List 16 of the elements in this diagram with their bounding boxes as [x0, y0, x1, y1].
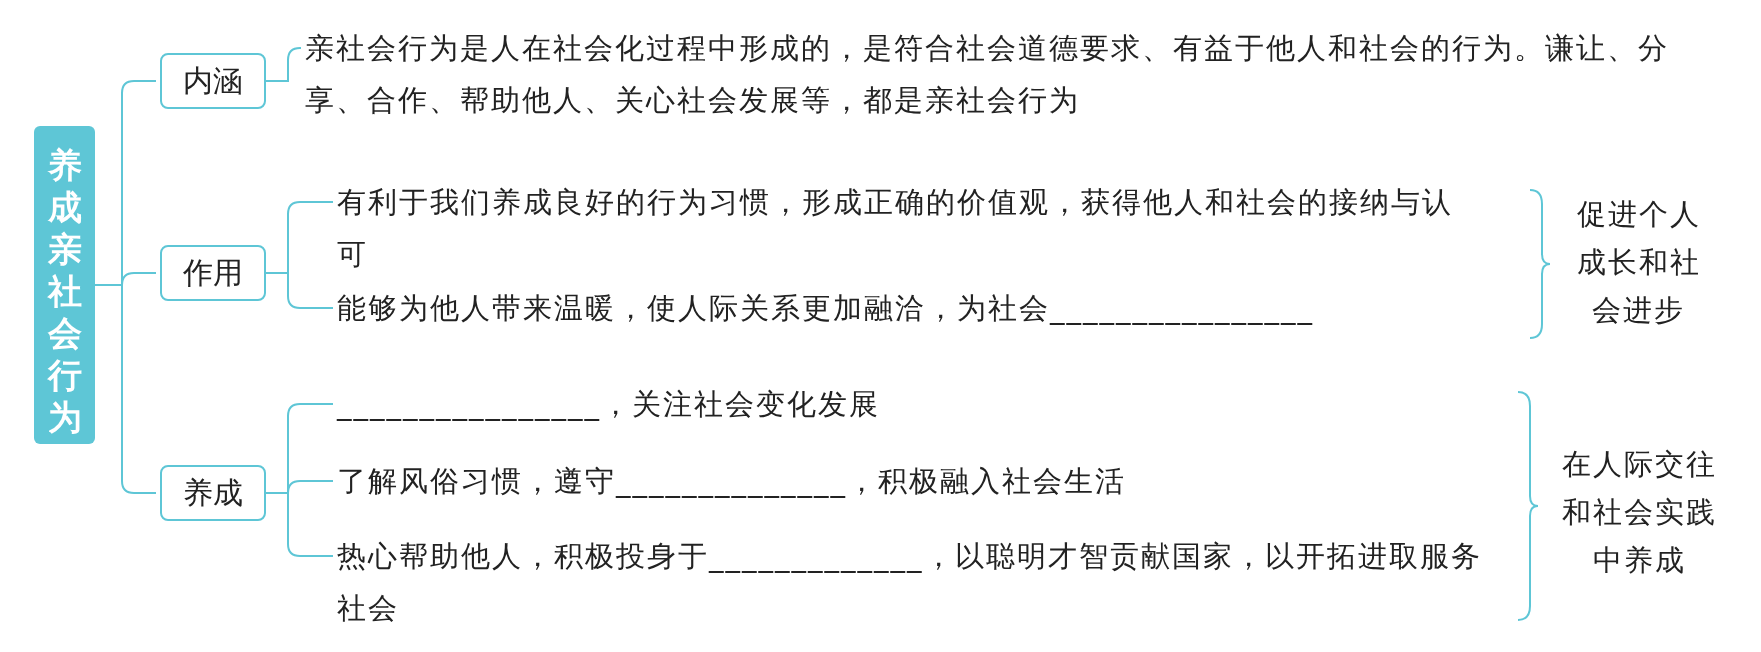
connector-line [265, 492, 334, 557]
description-text: 热心帮助他人，积极投身于_____________，以聪明才智贡献国家，以开拓进取服务社会 [337, 530, 1512, 634]
category-box: 内涵 [160, 53, 266, 109]
description-text: ________________，关注社会变化发展 [337, 378, 1507, 430]
summary-text: 促进个人成长和社会进步 [1575, 196, 1702, 329]
connector-line [94, 284, 157, 494]
category-box: 作用 [160, 245, 266, 301]
category-box: 养成 [160, 465, 266, 521]
description-text: 亲社会行为是人在社会化过程中形成的，是符合社会道德要求、有益于他人和社会的行为。谦让、分享、合作、帮助他人、关心社会发展等，都是亲社会行为 [305, 22, 1725, 126]
description-text: 了解风俗习惯，遵守______________，积极融入社会生活 [337, 455, 1507, 507]
title-bar: 养成亲社会行为 [34, 126, 95, 444]
description-text: 能够为他人带来温暖，使人际关系更加融洽，为社会________________ [337, 282, 1487, 334]
summary-text: 在人际交往和社会实践中养成 [1560, 446, 1718, 579]
description-text: 有利于我们养成良好的行为习惯，形成正确的价值观，获得他人和社会的接纳与认可 [337, 176, 1462, 280]
connector-line [265, 47, 302, 82]
connector-line [265, 272, 334, 309]
